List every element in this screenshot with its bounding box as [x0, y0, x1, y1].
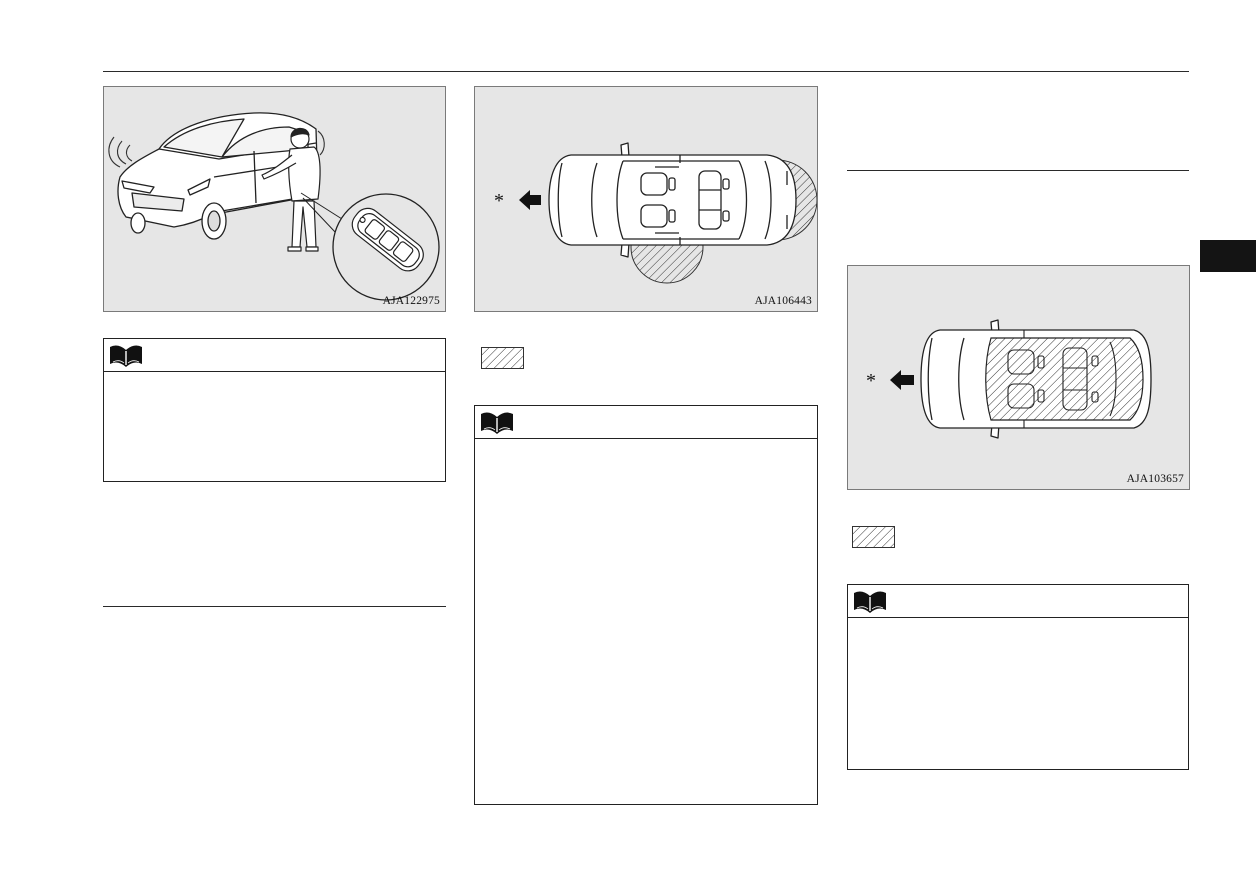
hatch-swatch-icon	[852, 526, 895, 548]
sound-waves	[108, 130, 325, 168]
chapter-side-tab	[1200, 240, 1256, 272]
keyless-entry-illustration	[108, 112, 440, 301]
note-box	[474, 405, 818, 805]
car-interior-outline	[1007, 330, 1117, 428]
note-box-body	[848, 618, 1188, 769]
book-icon	[481, 412, 513, 434]
note-box-header	[475, 406, 817, 439]
figure-id-label: AJA106443	[754, 295, 812, 307]
hatch-swatch-icon	[481, 347, 524, 369]
figure-id-label: AJA103657	[1126, 473, 1184, 485]
figure-keyless-entry: AJA122975	[103, 86, 446, 312]
figure-detection-area-interior: * AJA103657	[847, 265, 1190, 490]
car-top-view-illustration	[519, 142, 817, 284]
direction-marker: *	[494, 190, 504, 212]
car-body	[548, 142, 797, 258]
note-box-header	[104, 339, 445, 372]
car-top-view-illustration	[890, 319, 1152, 439]
hatched-detection-zone-interior	[985, 337, 1144, 421]
car-front-illustration	[117, 112, 319, 240]
magnifier-leader-lines	[300, 192, 343, 234]
arrow-left-icon	[519, 190, 541, 210]
figure-id-label: AJA122975	[382, 295, 440, 307]
section-rule	[103, 606, 446, 607]
section-rule	[847, 170, 1189, 171]
arrow-left-icon	[890, 370, 914, 390]
header-rule	[103, 71, 1189, 72]
person-illustration	[261, 127, 321, 252]
note-box-body	[475, 439, 817, 804]
book-icon	[110, 345, 142, 367]
direction-marker: *	[866, 370, 876, 392]
note-box	[847, 584, 1189, 770]
note-box-header	[848, 585, 1188, 618]
book-icon	[854, 591, 886, 613]
figure-detection-area-doors: * AJA106443	[474, 86, 818, 312]
key-fob-magnifier	[332, 193, 440, 301]
note-box	[103, 338, 446, 482]
note-box-body	[104, 372, 445, 481]
